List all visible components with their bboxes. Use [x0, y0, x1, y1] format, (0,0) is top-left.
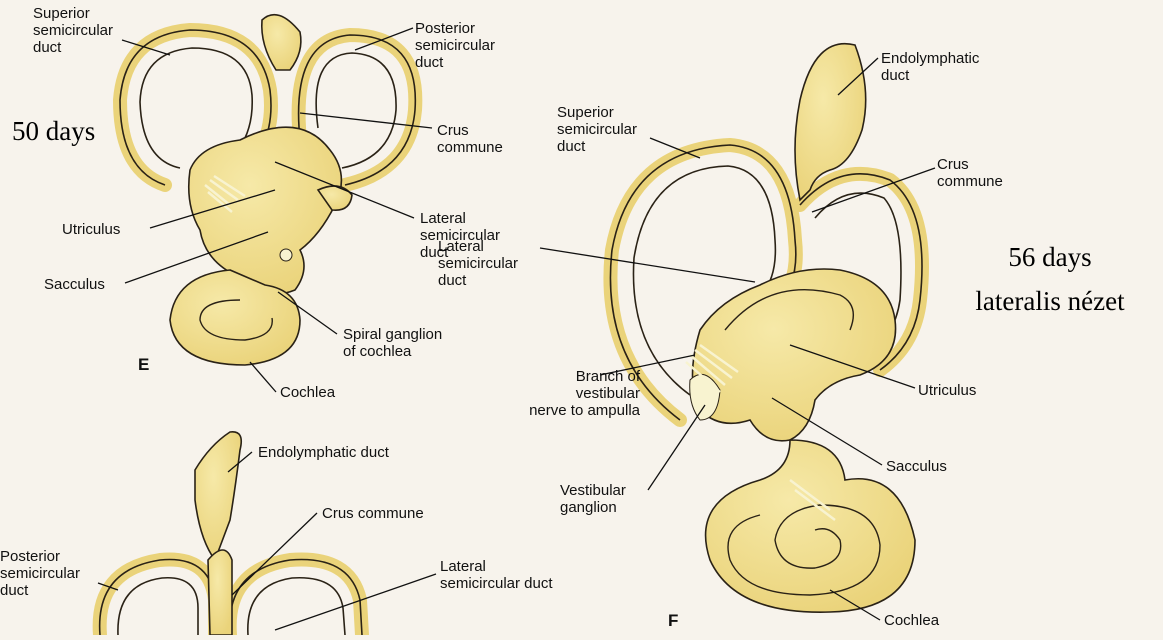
- label-superior-semicircular-duct-e: Superior semicircular duct: [33, 5, 113, 56]
- label-vestibular-ganglion-f: Vestibular ganglion: [560, 482, 626, 516]
- label-lateral-semicircular-duct-lower: Lateral semicircular duct: [440, 558, 553, 592]
- label-cochlea-e: Cochlea: [280, 384, 335, 401]
- label-endolymphatic-duct-f: Endolymphatic duct: [881, 50, 979, 84]
- panel-e-drawing: [120, 15, 415, 365]
- label-spiral-ganglion-e: Spiral ganglion of cochlea: [343, 326, 442, 360]
- panel-letter-e: E: [138, 356, 149, 373]
- label-posterior-semicircular-duct-lower: Posterior semicircular duct: [0, 548, 80, 599]
- annotation-lateral-view: lateralis nézet: [944, 286, 1156, 317]
- panel-lower-leaders: [98, 452, 436, 630]
- label-crus-commune-e: Crus commune: [437, 122, 503, 156]
- label-posterior-semicircular-duct-e: Posterior semicircular duct: [415, 20, 495, 71]
- label-utriculus-f: Utriculus: [918, 382, 976, 399]
- label-endolymphatic-duct-lower: Endolymphatic duct: [258, 444, 389, 461]
- panel-lower-drawing: [100, 432, 362, 635]
- annotation-50-days: 50 days: [12, 116, 95, 147]
- label-lateral-semicircular-duct-f: Lateral semicircular duct: [438, 238, 518, 289]
- label-cochlea-f: Cochlea: [884, 612, 939, 629]
- panel-f-drawing: [610, 44, 922, 612]
- label-crus-commune-lower: Crus commune: [322, 505, 424, 522]
- annotation-56-days: 56 days: [944, 242, 1156, 273]
- label-utriculus-e: Utriculus: [62, 221, 120, 238]
- label-superior-semicircular-duct-f: Superior semicircular duct: [557, 104, 637, 155]
- label-sacculus-e: Sacculus: [44, 276, 105, 293]
- panel-letter-f: F: [668, 612, 678, 629]
- label-crus-commune-f: Crus commune: [937, 156, 1003, 190]
- label-sacculus-f: Sacculus: [886, 458, 947, 475]
- label-branch-of-vestibular-nerve: Branch of vestibular nerve to ampulla: [500, 368, 640, 419]
